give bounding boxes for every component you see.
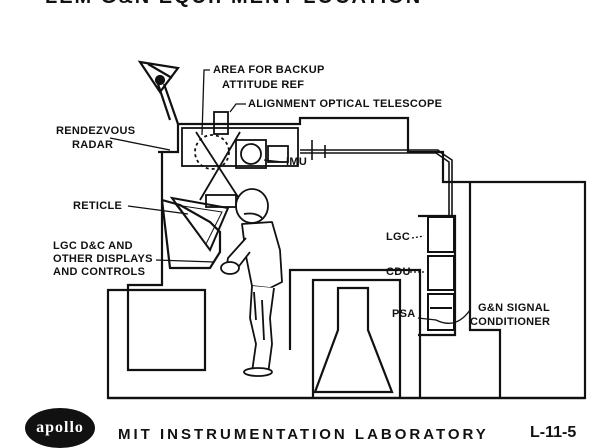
label-signal: G&N SIGNAL (478, 302, 551, 314)
label-lgc-dc: LGC D&C AND (53, 240, 133, 252)
left-lower-block (126, 288, 207, 372)
label-backup-area: AREA FOR BACKUP (213, 64, 325, 76)
psa-box (427, 293, 455, 331)
label-cdu: CDU (386, 266, 411, 278)
lgc-box (427, 216, 455, 253)
diagram-stage: LEM G&N EQUIPMENT LOCATION (25, 0, 587, 448)
label-radar-2: RADAR (72, 139, 114, 151)
label-reticle: RETICLE (73, 200, 123, 212)
right-step (468, 182, 502, 398)
label-lgc: LGC (386, 231, 411, 243)
label-radar: RENDEZVOUS (56, 125, 136, 137)
label-signal-2: CONDITIONER (470, 316, 551, 328)
page-number: L-11-5 (530, 424, 577, 441)
astronaut-figure-icon (220, 188, 283, 377)
cabin-outline (106, 116, 587, 400)
hatch-tunnel (313, 286, 394, 394)
label-imu: IMU (286, 156, 308, 168)
equipment-bay (418, 214, 457, 337)
label-backup-area-2: ATTITUDE REF (222, 79, 305, 91)
label-lgc-dc-2: OTHER DISPLAYS (53, 253, 153, 265)
page-title: LEM G&N EQUIPMENT LOCATION (45, 0, 422, 9)
footer-org: MIT INSTRUMENTATION LABORATORY (118, 426, 489, 443)
console-outline (160, 198, 222, 270)
imu-assembly (181, 111, 299, 208)
radar-dish-icon (137, 60, 180, 125)
apollo-logo: apollo (25, 408, 95, 448)
cdu-box (427, 255, 455, 291)
lem-diagram (106, 60, 587, 400)
hatch-inner (311, 278, 402, 398)
reticle-triangle (169, 196, 230, 253)
label-telescope: ALIGNMENT OPTICAL TELESCOPE (248, 98, 443, 110)
label-lgc-dc-3: AND CONTROLS (53, 266, 146, 278)
label-psa: PSA (392, 308, 416, 320)
cable-run (300, 149, 453, 216)
